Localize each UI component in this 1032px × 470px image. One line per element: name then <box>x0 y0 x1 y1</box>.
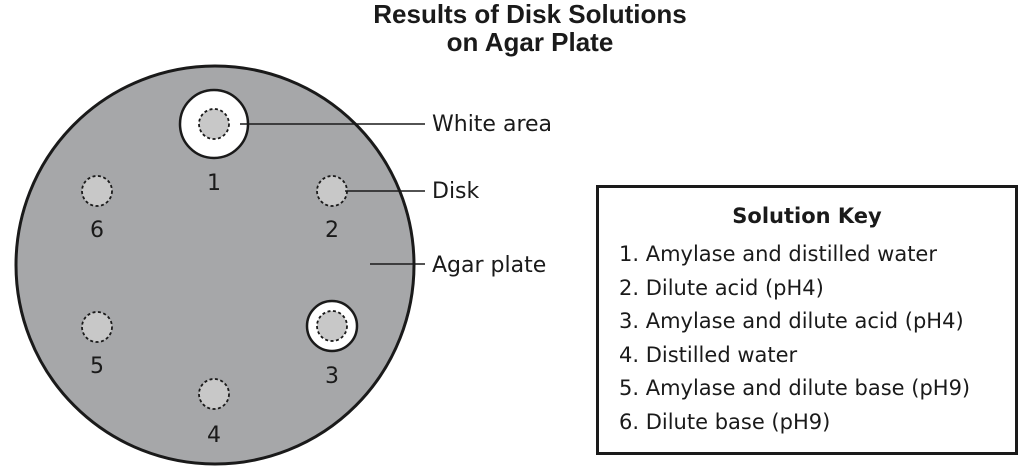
disk-number-4: 4 <box>207 423 221 448</box>
title-line-2: on Agar Plate <box>446 27 614 57</box>
solution-key-item-1: 1. Amylase and distilled water <box>619 242 937 266</box>
disk-number-5: 5 <box>90 354 104 379</box>
agar-plate-label: Agar plate <box>432 253 546 278</box>
disk-4 <box>198 378 230 410</box>
disk-label: Disk <box>432 179 480 204</box>
disk-number-1: 1 <box>207 171 221 196</box>
agar-plate-diagram: 1 2 3 4 5 6 White area Disk Agar plate <box>14 64 552 466</box>
disk-5 <box>81 311 113 343</box>
disk-1 <box>198 108 230 140</box>
agar-plate <box>14 64 416 466</box>
disk-2 <box>316 175 348 207</box>
disk-number-3: 3 <box>325 364 339 389</box>
solution-key-item-5: 5. Amylase and dilute base (pH9) <box>619 376 971 400</box>
solution-key-item-3: 3. Amylase and dilute acid (pH4) <box>619 309 964 333</box>
diagram-title: Results of Disk Solutions on Agar Plate <box>270 0 790 56</box>
disk-number-2: 2 <box>325 218 339 243</box>
disk-3 <box>316 310 348 342</box>
title-line-1: Results of Disk Solutions <box>373 0 687 29</box>
white-area-label: White area <box>432 112 552 137</box>
disk-number-6: 6 <box>90 218 104 243</box>
solution-key-title: Solution Key <box>732 204 882 228</box>
solution-key-item-4: 4. Distilled water <box>619 342 798 367</box>
solution-key-box: Solution Key 1. Amylase and distilled wa… <box>596 185 1018 455</box>
disk-6 <box>81 175 113 207</box>
solution-key-item-6: 6. Dilute base (pH9) <box>619 409 831 434</box>
solution-key-item-2: 2. Dilute acid (pH4) <box>619 275 824 300</box>
